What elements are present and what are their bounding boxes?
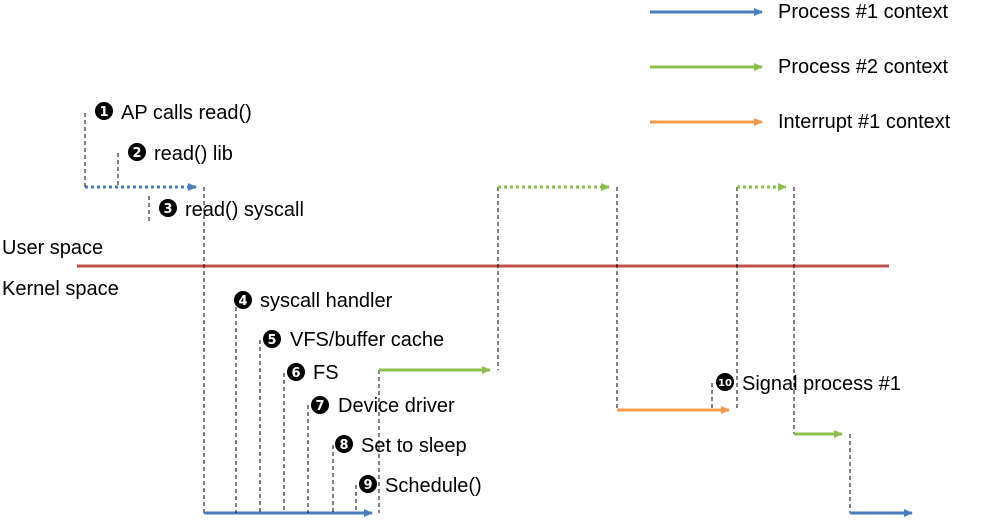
step-9-marker xyxy=(359,475,377,493)
step-3: 3 read() syscall xyxy=(159,199,304,221)
step-3-marker xyxy=(159,199,177,217)
step-6: 6 FS xyxy=(287,362,339,384)
step-number: 4 xyxy=(238,294,247,309)
step-1-marker xyxy=(95,102,113,120)
step-label: Schedule() xyxy=(385,475,482,497)
step-1: 1 AP calls read() xyxy=(95,102,252,124)
step-7: 7 Device driver xyxy=(311,395,455,417)
step-7-marker xyxy=(311,396,329,414)
step-label: VFS/buffer cache xyxy=(290,329,444,351)
step-10: 10 Signal process #1 xyxy=(716,373,901,395)
step-number: 2 xyxy=(132,146,141,161)
step-8: 8 Set to sleep xyxy=(335,435,467,457)
step-label: read() syscall xyxy=(185,199,304,221)
step-number: 9 xyxy=(363,478,372,493)
legend: Process #1 context Process #2 context In… xyxy=(650,1,951,133)
step-number: 7 xyxy=(315,399,324,414)
step-6-marker xyxy=(287,363,305,381)
step-number: 3 xyxy=(163,202,172,217)
step-label: FS xyxy=(313,362,339,384)
step-number: 5 xyxy=(267,333,276,348)
step-label: Device driver xyxy=(338,395,455,417)
legend-label: Process #2 context xyxy=(778,56,949,78)
step-2: 2 read() lib xyxy=(128,143,233,165)
step-number: 8 xyxy=(339,438,348,453)
legend-label: Process #1 context xyxy=(778,1,949,23)
legend-item-process-1: Process #1 context xyxy=(650,1,949,23)
step-8-marker xyxy=(335,435,353,453)
step-9: 9 Schedule() xyxy=(359,475,482,497)
step-number: 10 xyxy=(718,378,732,389)
kernel-space-label: Kernel space xyxy=(2,278,119,300)
user-space-label: User space xyxy=(2,237,103,259)
step-number: 6 xyxy=(291,366,300,381)
step-5-marker xyxy=(263,330,281,348)
step-label: syscall handler xyxy=(260,290,393,312)
step-4-marker xyxy=(234,291,252,309)
step-label: read() lib xyxy=(154,143,233,165)
legend-item-process-2: Process #2 context xyxy=(650,56,949,78)
step-label: Signal process #1 xyxy=(742,373,901,395)
step-4: 4 syscall handler xyxy=(234,290,393,312)
step-label: AP calls read() xyxy=(121,102,252,124)
legend-item-interrupt-1: Interrupt #1 context xyxy=(650,111,951,133)
step-label: Set to sleep xyxy=(361,435,467,457)
step-number: 1 xyxy=(99,105,108,120)
step-5: 5 VFS/buffer cache xyxy=(263,329,444,351)
legend-label: Interrupt #1 context xyxy=(778,111,951,133)
step-10-marker xyxy=(716,373,734,391)
step-2-marker xyxy=(128,143,146,161)
